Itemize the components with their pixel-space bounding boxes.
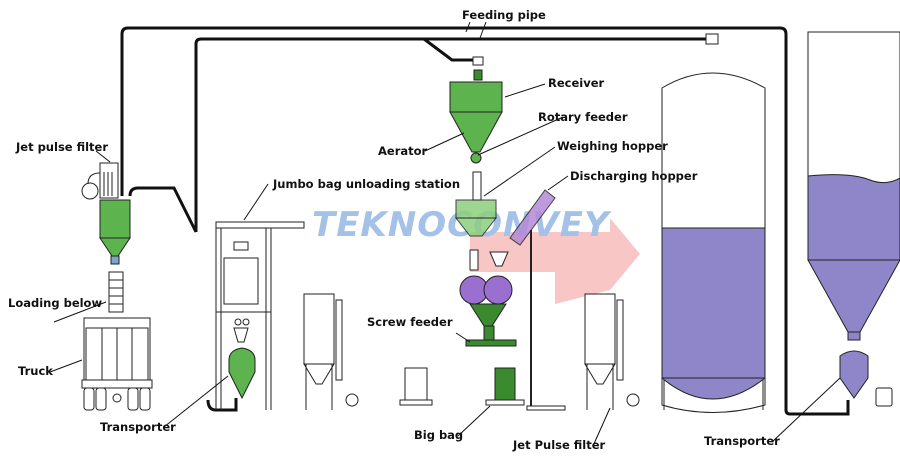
left-receiver-hopper	[99, 199, 131, 239]
left-filter-hopper	[81, 162, 131, 313]
label-transporter-right: Transporter	[704, 434, 780, 448]
station-top-beam	[215, 221, 305, 229]
receiver-cone	[449, 111, 503, 153]
receiver-branch-pipe	[423, 37, 474, 62]
rotary-feeder	[470, 152, 482, 164]
truck	[81, 317, 153, 411]
outer-pipe	[120, 26, 850, 416]
label-truck: Truck	[18, 364, 53, 378]
jet-pulse-filter-left	[99, 162, 119, 199]
empty-drum	[404, 367, 428, 401]
feeding-pipe	[120, 26, 850, 416]
dust-collector-1	[303, 293, 359, 410]
product-silo	[807, 31, 900, 407]
label-receiver: Receiver	[548, 76, 605, 90]
product-silo-material	[807, 174, 900, 261]
right-transporter	[839, 350, 869, 399]
loading-spout	[108, 271, 124, 313]
label-feeding-pipe: Feeding pipe	[462, 8, 546, 22]
jumbo-bag-frame	[223, 257, 259, 305]
label-aerator: Aerator	[378, 144, 428, 158]
label-weighing-hopper: Weighing hopper	[557, 139, 668, 153]
label-jet-pulse-filter-bottom: Jet Pulse filter	[512, 438, 606, 452]
big-bag	[494, 367, 516, 401]
label-screw-feeder: Screw feeder	[367, 315, 453, 329]
filter-outlet-pipe	[128, 186, 198, 233]
discharging-hopper	[509, 189, 556, 246]
receiver-body	[449, 81, 503, 113]
label-jet-pulse-filter-left: Jet pulse filter	[15, 140, 108, 154]
dust-collector-2	[584, 293, 640, 410]
label-jumbo-bag-station: Jumbo bag unloading station	[272, 177, 460, 191]
left-transporter-pipe	[206, 398, 238, 412]
storage-silo-material	[661, 227, 766, 400]
receiver	[449, 56, 503, 201]
label-rotary-feeder: Rotary feeder	[538, 110, 628, 124]
fan-icon	[81, 182, 99, 200]
inner-pipe	[194, 37, 714, 232]
leader-lines	[49, 21, 841, 447]
weighing-section	[399, 189, 566, 411]
weighing-hopper	[455, 199, 497, 219]
storage-silo	[661, 33, 766, 413]
left-transporter	[228, 347, 256, 400]
mixer-right	[483, 275, 513, 305]
jumbo-bag-station	[215, 221, 305, 410]
screw-feeder	[465, 339, 517, 347]
label-transporter-left: Transporter	[100, 420, 176, 434]
label-discharging-hopper: Discharging hopper	[570, 169, 698, 183]
label-loading-below: Loading below	[8, 296, 102, 310]
label-big-bag: Big bag	[414, 428, 463, 442]
